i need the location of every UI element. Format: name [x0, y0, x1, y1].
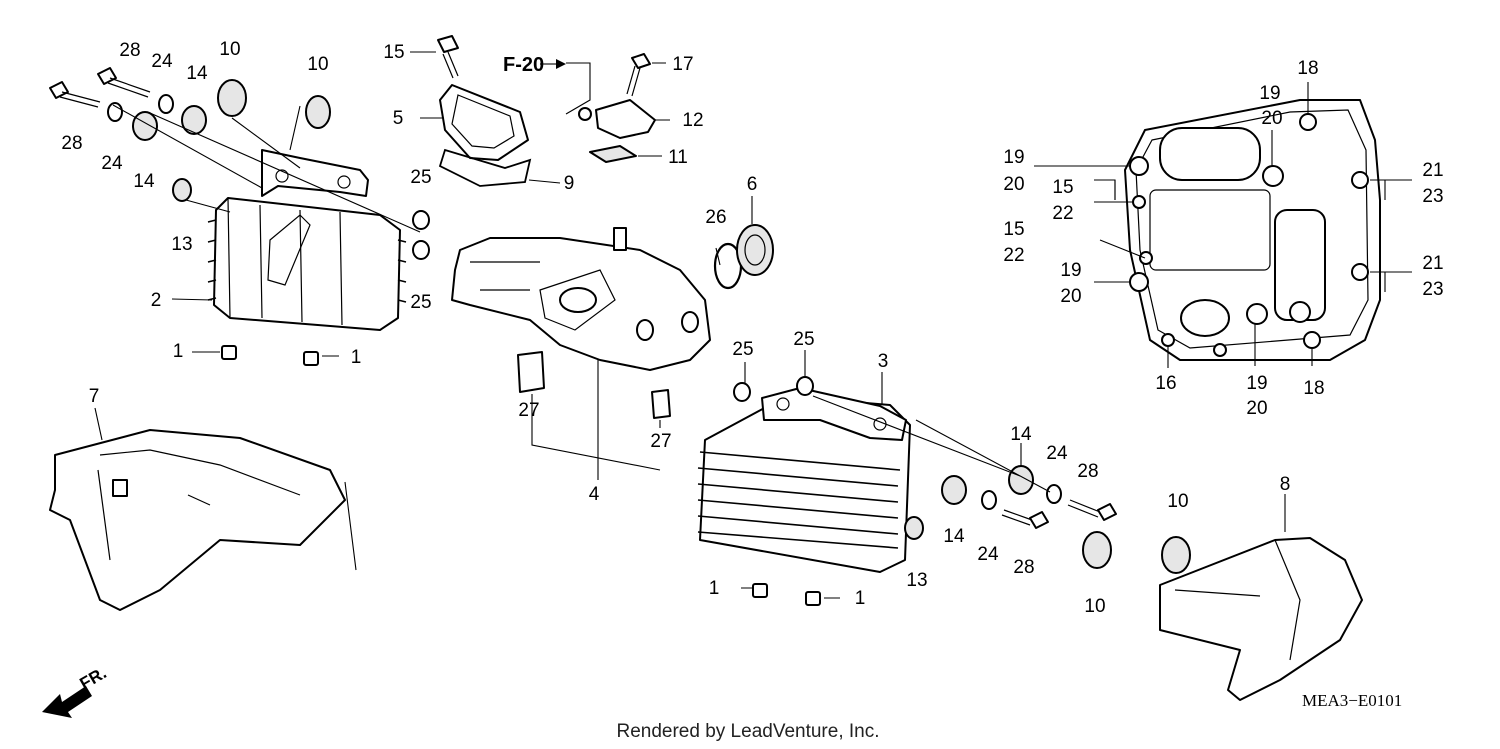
callout-c19[interactable]: 12	[682, 110, 703, 131]
callout-c48[interactable]: 22	[1052, 203, 1073, 224]
callout-c55[interactable]: 21	[1422, 253, 1443, 274]
collars-25-left[interactable]	[412, 210, 430, 260]
callout-c29[interactable]: 7	[89, 386, 100, 407]
callout-c38[interactable]: 10	[1167, 491, 1188, 512]
callout-c14[interactable]: 1	[351, 347, 362, 368]
callout-c42[interactable]: 18	[1297, 58, 1318, 79]
grommet-10-right[interactable]	[1082, 531, 1112, 569]
callout-c37[interactable]: 10	[1084, 596, 1105, 617]
callout-c36[interactable]: 13	[906, 570, 927, 591]
callout-c6[interactable]: 28	[61, 133, 82, 154]
callout-c11[interactable]: 25	[410, 292, 431, 313]
grommets-10-upper-left[interactable]	[217, 79, 331, 129]
gasket-part-11[interactable]	[589, 145, 637, 163]
callout-c3[interactable]: 10	[219, 39, 240, 60]
callout-c10[interactable]: 25	[410, 167, 431, 188]
callout-c35[interactable]: 28	[1013, 557, 1034, 578]
callout-c23[interactable]: 27	[518, 400, 539, 421]
callout-c21[interactable]: 6	[747, 174, 758, 195]
grommets-14-upper-left[interactable]	[132, 105, 207, 141]
callout-c2[interactable]: 24	[151, 51, 173, 72]
cover-part-3[interactable]	[697, 387, 911, 573]
callout-c54[interactable]: 20	[1060, 286, 1081, 307]
callout-c15[interactable]: 15	[383, 42, 404, 63]
callout-c52[interactable]: 22	[1003, 245, 1024, 266]
front-direction-arrow-icon	[42, 686, 92, 718]
callout-c39[interactable]: 8	[1280, 474, 1291, 495]
callout-c27[interactable]: 25	[793, 329, 814, 350]
nuts-1-bottom[interactable]	[752, 583, 821, 606]
cover-part-7[interactable]	[49, 407, 357, 611]
callout-c33[interactable]: 14	[943, 526, 965, 547]
bolt-15-top[interactable]	[437, 35, 459, 79]
grommet-13-right[interactable]	[904, 516, 924, 540]
bolts-28-right[interactable]	[1001, 499, 1117, 529]
callout-c50[interactable]: 23	[1422, 186, 1443, 207]
callout-c56[interactable]: 23	[1422, 279, 1443, 300]
callout-c24[interactable]: 27	[650, 431, 671, 452]
callout-c18[interactable]: 17	[672, 54, 693, 75]
callout-c46[interactable]: 20	[1003, 174, 1024, 195]
callout-c17[interactable]: 9	[564, 173, 575, 194]
cover-part-8[interactable]	[1159, 494, 1363, 701]
drawing-code: MEA3−E0101	[1302, 691, 1402, 710]
bolt-28-upper-left[interactable]	[49, 67, 151, 108]
callout-c13[interactable]: 1	[173, 341, 184, 362]
callout-c45[interactable]: 19	[1003, 147, 1024, 168]
callout-c28[interactable]: 3	[878, 351, 889, 372]
callout-c59[interactable]: 20	[1246, 398, 1267, 419]
gasket-part-9[interactable]	[438, 148, 532, 187]
callout-c22[interactable]: 26	[705, 207, 726, 228]
callout-c53[interactable]: 19	[1060, 260, 1081, 281]
callout-c9[interactable]: 13	[171, 234, 192, 255]
callout-c49[interactable]: 21	[1422, 160, 1443, 181]
nuts-1-left[interactable]	[221, 345, 319, 366]
callout-c7[interactable]: 24	[101, 153, 123, 174]
callout-c32[interactable]: 28	[1077, 461, 1098, 482]
callout-c34[interactable]: 24	[977, 544, 999, 565]
callout-c51[interactable]: 15	[1003, 219, 1024, 240]
callout-c40[interactable]: 1	[709, 578, 720, 599]
cover-part-5[interactable]	[439, 84, 529, 161]
callout-c16[interactable]: 5	[393, 108, 404, 129]
collars-25-center[interactable]	[733, 376, 814, 402]
valve-part-12[interactable]	[578, 99, 656, 139]
callout-c30[interactable]: 14	[1010, 424, 1032, 445]
callout-c60[interactable]: 18	[1303, 378, 1324, 399]
grommet-10-far-right[interactable]	[1161, 536, 1191, 574]
callout-c41[interactable]: 1	[855, 588, 866, 609]
bolt-17-top[interactable]	[626, 53, 651, 97]
direction-label: FR.	[77, 663, 110, 693]
callout-c31[interactable]: 24	[1046, 443, 1068, 464]
reference-tag: F-20	[503, 54, 544, 76]
grommet-13-left[interactable]	[172, 178, 192, 202]
callout-c47[interactable]: 15	[1052, 177, 1073, 198]
callout-c8[interactable]: 14	[133, 171, 155, 192]
dowel-pins-27[interactable]	[517, 351, 671, 419]
callout-c20[interactable]: 11	[668, 147, 688, 168]
credit-line: Rendered by LeadVenture, Inc.	[616, 721, 879, 742]
cap-part-6[interactable]	[736, 224, 774, 276]
cylinder-gasket-plate[interactable]	[1124, 99, 1381, 361]
washers-24-upper-left[interactable]	[107, 94, 174, 122]
callout-c44[interactable]: 20	[1261, 108, 1282, 129]
callout-c5[interactable]: 14	[186, 63, 208, 84]
callout-c1[interactable]: 28	[119, 40, 140, 61]
washers-24-right[interactable]	[981, 484, 1062, 510]
callout-c57[interactable]: 16	[1155, 373, 1176, 394]
callout-c26[interactable]: 25	[732, 339, 753, 360]
callout-labels: 28 24 10 10 14 28 24 14 13 25 25 2 1 1 1…	[61, 39, 1443, 617]
cover-part-2[interactable]	[207, 149, 407, 331]
callout-c4[interactable]: 10	[307, 54, 328, 75]
callout-c12[interactable]: 2	[151, 290, 162, 311]
callout-c58[interactable]: 19	[1246, 373, 1267, 394]
cylinder-head-part-4[interactable]	[451, 227, 711, 371]
callout-c43[interactable]: 19	[1259, 83, 1280, 104]
callout-c25[interactable]: 4	[589, 484, 600, 505]
